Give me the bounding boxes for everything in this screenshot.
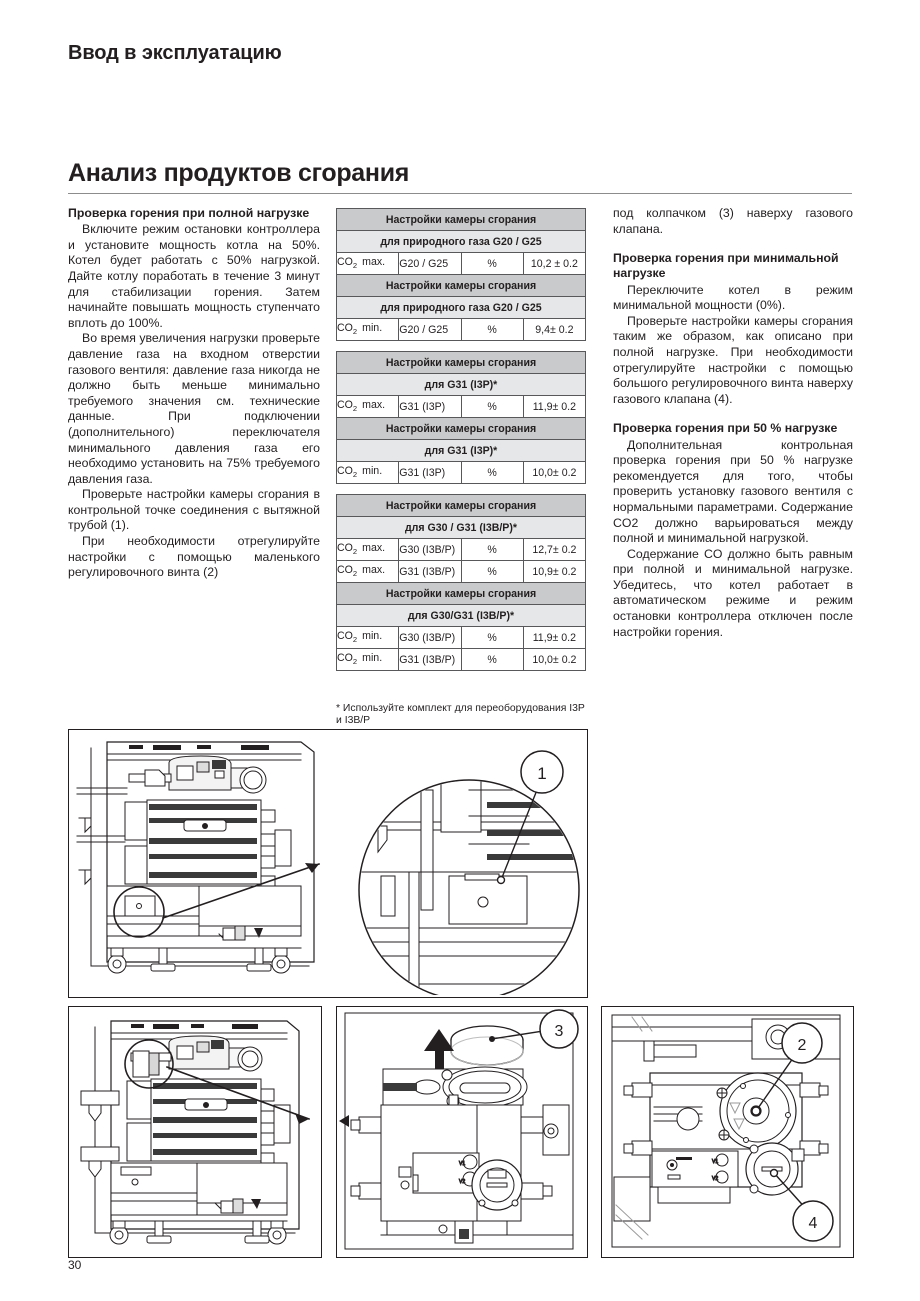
paragraph: Дополнительная контрольная проверка горе… [613,437,853,546]
paragraph: Переключите котел в режим минимальной мо… [613,282,853,313]
left-text-column: Проверка горения при полной нагрузке Вкл… [68,206,320,581]
figure-top-drawing: 1 [76,741,580,995]
table-header-sub: для G30 / G31 (I3B/P)* [336,516,586,539]
paragraph: Проверьте настройки камеры сгорания в ко… [68,487,320,533]
table-header-sub: для природного газа G20 / G25 [336,296,586,319]
cell-gas: G31 (I3P) [398,461,462,484]
cell-unit: % [460,648,524,671]
left-subheading: Проверка горения при полной нагрузке [68,206,310,220]
cell-unit: % [460,626,524,649]
running-head: Ввод в эксплуатацию [68,42,282,64]
table-header-main: Настройки камеры сгорания [336,417,586,440]
paragraph: Во время увеличения нагрузки проверьте д… [68,331,320,486]
svg-text:V1: V1 [459,1161,465,1167]
svg-text:V1: V1 [712,1159,718,1165]
cell-unit: % [460,252,524,275]
paragraph: При необходимости отрегулируйте настройк… [68,534,320,580]
cell-value: 11,9± 0.2 [522,395,587,418]
right-subheading-min-load: Проверка горения при минимальной нагрузк… [613,251,839,281]
right-subheading-50-load: Проверка горения при 50 % нагрузке [613,421,838,436]
cell-gas: G31 (I3B/P) [398,648,462,671]
svg-text:V2: V2 [459,1179,465,1185]
cell-value: 12,7± 0.2 [522,538,587,561]
table-g20-g25: Настройки камеры сгорания для природного… [335,208,587,341]
callout-label-3: 3 [555,1023,564,1040]
cell-value: 10,2 ± 0.2 [522,252,587,275]
cell-gas: G20 / G25 [398,252,462,275]
paragraph: под колпачком (3) наверху газового клапа… [613,206,853,236]
figure-gas-valve-cap-removal: V1 V2 [336,1006,588,1258]
paragraph: Содержание CO должно быть равным при пол… [613,546,853,639]
paragraph: Проверьте настройки камеры сгорания таки… [613,313,853,406]
figure-boiler-adjust-screw-location [68,1006,322,1258]
paragraph: Включите режим остановки контроллера и у… [68,222,320,330]
combustion-settings-tables: Настройки камеры сгорания для природного… [335,208,587,671]
cell-gas: G30 (I3B/P) [398,626,462,649]
table-header-sub: для G31 (I3P)* [336,373,586,396]
table-header-main: Настройки камеры сгорания [336,208,586,231]
cell-unit: % [460,461,524,484]
cell-value: 9,4± 0.2 [522,318,587,341]
cell-unit: % [460,395,524,418]
table-header-main: Настройки камеры сгорания [336,494,586,517]
table-header-main: Настройки камеры сгорания [336,582,586,605]
svg-text:V2: V2 [712,1176,718,1182]
table-header-main: Настройки камеры сгорания [336,274,586,297]
table-g30-g31-i3bp: Настройки камеры сгорания для G30 / G31 … [335,494,587,671]
table-header-sub: для G31 (I3P)* [336,439,586,462]
callout-label-4: 4 [809,1215,818,1232]
cell-unit: % [460,560,524,583]
spacer [613,407,853,421]
cell-unit: % [460,318,524,341]
cell-gas: G31 (I3P) [398,395,462,418]
callout-label-2: 2 [798,1037,807,1054]
page-title: Анализ продуктов сгорания [68,159,410,187]
page-number: 30 [68,1258,82,1272]
title-divider [68,193,852,194]
table-header-main: Настройки камеры сгорания [336,351,586,374]
right-text-column: под колпачком (3) наверху газового клапа… [613,206,853,640]
figure-bottom-left-drawing [80,1020,311,1245]
callout-label-1: 1 [537,764,546,783]
spacer [613,237,853,251]
cell-value: 11,9± 0.2 [522,626,587,649]
cell-value: 10,0± 0.2 [522,648,587,671]
cell-gas: G20 / G25 [398,318,462,341]
table-g31-i3p: Настройки камеры сгорания для G31 (I3P)*… [335,351,587,484]
figure-bottom-right-drawing: V1 V2 2 4 [611,1014,841,1248]
cell-gas: G30 (I3B/P) [398,538,462,561]
table-header-sub: для G30/G31 (I3B/P)* [336,604,586,627]
cell-value: 10,0± 0.2 [522,461,587,484]
figure-gas-valve-adjusting-screws: V1 V2 2 4 [601,1006,854,1258]
table-header-sub: для природного газа G20 / G25 [336,230,586,253]
cell-value: 10,9± 0.2 [522,560,587,583]
cell-gas: G31 (I3B/P) [398,560,462,583]
table-footnote: * Используйте комплект для переоборудова… [336,703,585,727]
figure-boiler-flue-test-point: 1 [68,729,588,998]
cell-unit: % [460,538,524,561]
figure-bottom-middle-drawing: V1 V2 [339,1009,579,1250]
